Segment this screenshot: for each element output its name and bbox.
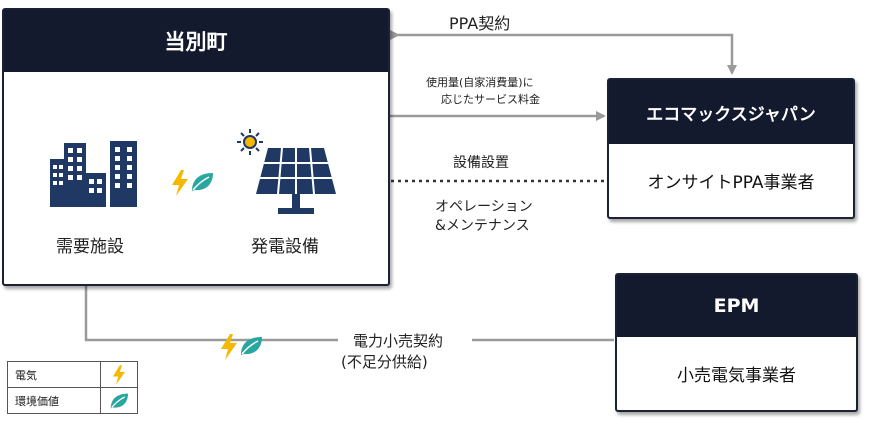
legend-leaf-icon	[110, 393, 128, 408]
ppa-contract-label: PPA契約	[449, 14, 511, 33]
epm-box: EPM 小売電気事業者	[615, 273, 858, 412]
legend-row-env-value: 環境価値	[7, 387, 138, 414]
ops-label-line2: &メンテナンス	[435, 218, 530, 234]
epm-subtitle: 小売電気事業者	[677, 366, 796, 386]
facility-label: 需要施設	[56, 237, 124, 257]
legend-env-value-label: 環境価値	[7, 387, 101, 414]
ecomax-title: エコマックスジャパン	[609, 80, 853, 144]
fee-label-line2: 応じたサービス料金	[441, 93, 540, 106]
fee-label-line1: 使用量(自家消費量)に	[426, 76, 534, 89]
ecomax-subtitle: オンサイトPPA事業者	[647, 173, 815, 193]
supply-label-line1: 電力小売契約	[353, 332, 444, 350]
supply-leaf-icon	[241, 337, 262, 355]
town-title: 当別町	[4, 10, 388, 72]
legend-row-electricity: 電気	[7, 361, 138, 388]
epm-title: EPM	[617, 275, 856, 337]
ecomax-box: エコマックスジャパン オンサイトPPA事業者	[607, 78, 855, 219]
legend: 電気 環境価値	[7, 361, 138, 414]
leaf-icon	[192, 173, 213, 191]
ops-label-line1: オペレーション	[435, 199, 533, 215]
legend-bolt-icon	[113, 364, 125, 385]
supply-bolt-icon	[221, 334, 237, 360]
generator-label: 発電設備	[251, 237, 319, 257]
legend-electricity-label: 電気	[7, 361, 101, 388]
sun-icon	[237, 129, 263, 155]
solar-panel-icon	[237, 129, 336, 214]
ppa-contract-line	[390, 30, 737, 75]
bolt-icon	[172, 170, 188, 196]
building-icon	[50, 141, 137, 207]
installation-label: 設備設置	[453, 155, 509, 171]
supply-label-line2: (不足分供給)	[341, 353, 428, 371]
